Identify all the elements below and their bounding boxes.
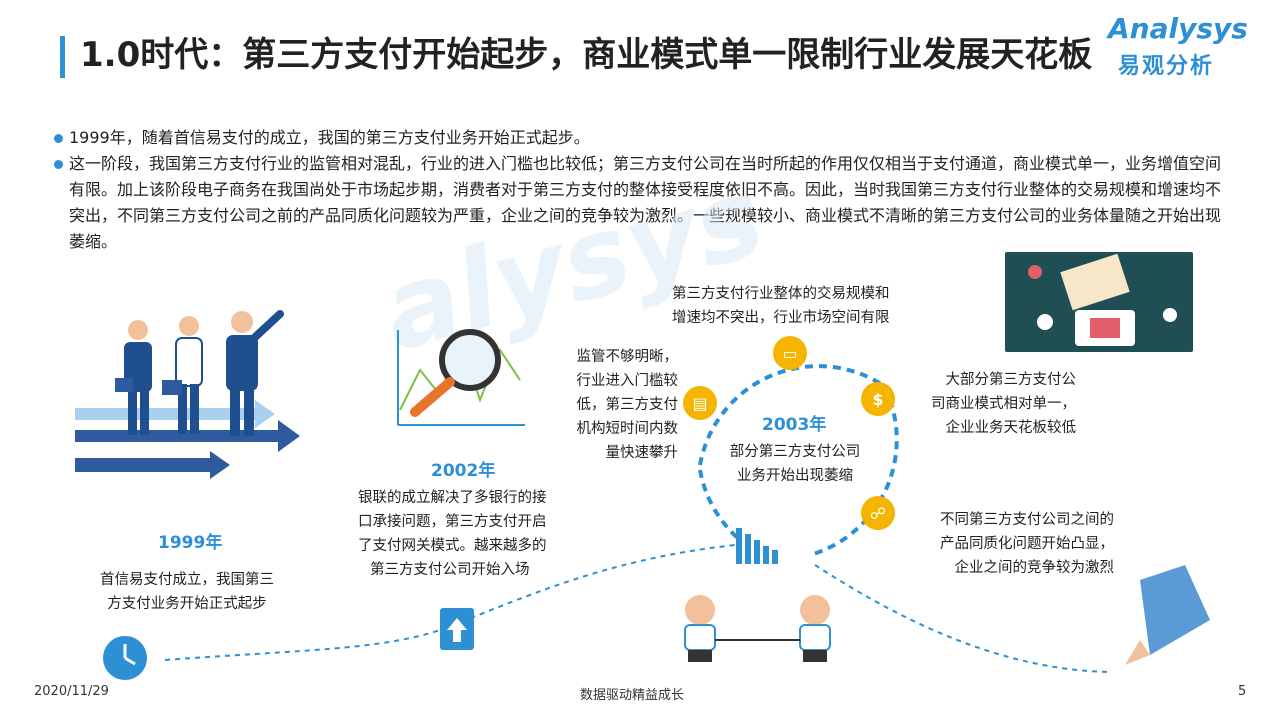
document-icon: ▤ bbox=[683, 386, 717, 420]
desk-illustration bbox=[1005, 252, 1193, 352]
timeline-dashed-path-right bbox=[814, 564, 1111, 673]
desc-regulation-line: 量快速攀升 bbox=[605, 445, 679, 461]
desc-competition-line: 企业之间的竞争较为激烈 bbox=[954, 560, 1115, 576]
desc-2003: 部分第三方支付公司 业务开始出现萎缩 bbox=[710, 440, 880, 488]
title-accent-bar bbox=[60, 36, 65, 78]
presentation-icon: ▭ bbox=[773, 336, 807, 370]
page-title: 1.0时代：第三方支付开始起步，商业模式单一限制行业发展天花板 bbox=[80, 35, 1093, 75]
desc-regulation-line: 低，第三方支付 bbox=[576, 397, 679, 413]
desc-business-model-line: 企业业务天花板较低 bbox=[945, 420, 1077, 436]
desc-1999: 首信易支付成立，我国第三 方支付业务开始正式起步 bbox=[82, 568, 292, 616]
people-icon: ☍ bbox=[861, 496, 895, 530]
desc-business-model-line: 大部分第三方支付公 bbox=[945, 372, 1077, 388]
logo-text-cn: 易观分析 bbox=[1118, 54, 1215, 79]
tug-of-war-illustration bbox=[684, 595, 831, 662]
desc-business-model: 大部分第三方支付公 司商业模式相对单一， 企业业务天花板较低 bbox=[906, 368, 1076, 440]
footer-slogan: 数据驱动精益成长 bbox=[580, 688, 685, 703]
year-2002: 2002年 bbox=[431, 461, 496, 481]
bullet-item: 这一阶段，我国第三方支付行业的监管相对混乱，行业的进入门槛也比较低；第三方支付公… bbox=[54, 151, 1234, 255]
desc-1999-line: 方支付业务开始正式起步 bbox=[107, 596, 267, 612]
desc-regulation-line: 机构短时间内数 bbox=[576, 421, 679, 437]
desc-2002-line: 银联的成立解决了多银行的接 bbox=[358, 490, 547, 506]
desc-scale: 第三方支付行业整体的交易规模和 增速均不突出，行业市场空间有限 bbox=[672, 282, 932, 330]
clock-icon bbox=[103, 636, 147, 680]
desc-competition-line: 不同第三方支付公司之间的 bbox=[940, 512, 1114, 528]
desc-2002: 银联的成立解决了多银行的接 口承接问题，第三方支付开启 了支付网关模式。越来越多… bbox=[358, 486, 578, 582]
year-1999: 1999年 bbox=[158, 533, 223, 553]
desc-2002-line: 了支付网关模式。越来越多的 bbox=[358, 538, 547, 554]
desc-2002-line: 口承接问题，第三方支付开启 bbox=[358, 514, 547, 530]
desc-competition: 不同第三方支付公司之间的 产品同质化问题开始凸显， 企业之间的竞争较为激烈 bbox=[904, 508, 1114, 580]
desc-2003-line: 部分第三方支付公司 bbox=[729, 444, 861, 460]
arrows-illustration bbox=[75, 400, 300, 479]
timeline-dashed-arc bbox=[698, 364, 892, 466]
desc-regulation-line: 监管不够明晰， bbox=[576, 349, 679, 365]
desc-regulation-line: 行业进入门槛较 bbox=[576, 373, 679, 389]
desc-1999-line: 首信易支付成立，我国第三 bbox=[100, 572, 274, 588]
timeline-dashed-path bbox=[164, 544, 736, 661]
bullet-list: 1999年，随着首信易支付的成立，我国的第三方支付业务开始正式起步。 这一阶段，… bbox=[54, 125, 1234, 255]
book-upload-icon bbox=[440, 608, 474, 650]
analysys-logo: Analysys 易观分析 bbox=[1098, 12, 1248, 82]
desc-competition-line: 产品同质化问题开始凸显， bbox=[940, 536, 1114, 552]
desc-scale-line: 增速均不突出，行业市场空间有限 bbox=[672, 310, 890, 326]
desc-2002-line: 第三方支付公司开始入场 bbox=[370, 562, 530, 578]
pencil-illustration bbox=[1125, 565, 1210, 665]
business-people-illustration bbox=[115, 310, 284, 436]
year-2003: 2003年 bbox=[762, 415, 827, 435]
decline-chart-icon bbox=[736, 528, 778, 564]
desc-scale-line: 第三方支付行业整体的交易规模和 bbox=[672, 286, 890, 302]
bullet-item: 1999年，随着首信易支付的成立，我国的第三方支付业务开始正式起步。 bbox=[54, 125, 1234, 151]
page-number: 5 bbox=[1238, 684, 1247, 699]
logo-text-en: Analysys bbox=[1108, 12, 1248, 45]
coin-icon: $ bbox=[861, 382, 895, 416]
desc-business-model-line: 司商业模式相对单一， bbox=[931, 396, 1076, 412]
footer-date: 2020/11/29 bbox=[34, 684, 109, 699]
magnifier-chart-illustration bbox=[397, 329, 525, 426]
desc-regulation: 监管不够明晰， 行业进入门槛较 低，第三方支付 机构短时间内数 量快速攀升 bbox=[554, 345, 679, 465]
desc-2003-line: 业务开始出现萎缩 bbox=[737, 468, 853, 484]
